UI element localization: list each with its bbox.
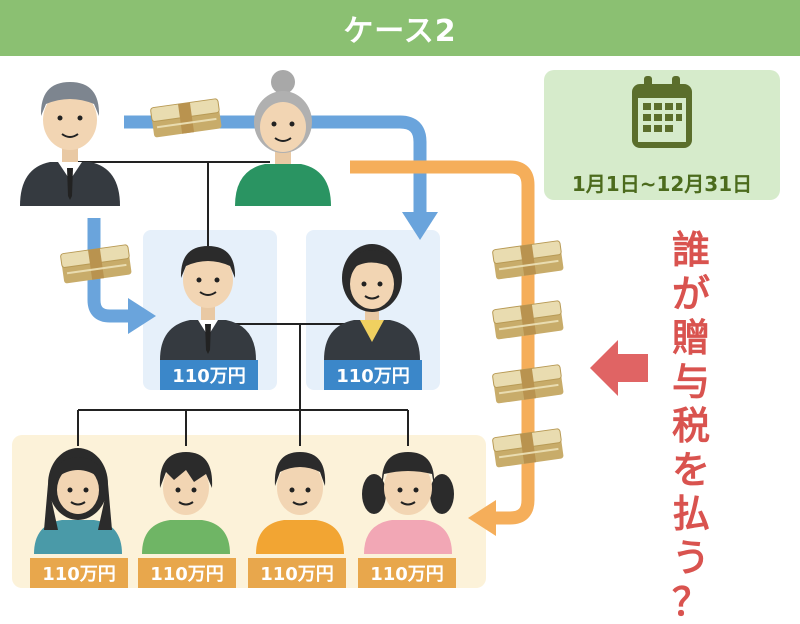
grandfather-figure <box>20 82 120 206</box>
header-bar: ケース2 <box>0 0 800 56</box>
money-stack-2 <box>491 299 565 341</box>
child2-amount-badge <box>138 558 236 588</box>
child2-amount: 110万円 <box>150 564 224 585</box>
question-char: ？ <box>671 580 710 624</box>
money-stack-3 <box>491 363 565 405</box>
orange-arrow-to-children <box>350 160 535 525</box>
red-arrow-icon <box>590 340 648 396</box>
orange-arrowhead-children <box>468 500 496 536</box>
child1-amount: 110万円 <box>42 564 116 585</box>
child4-amount-badge <box>358 558 456 588</box>
child-figure-1 <box>34 448 122 554</box>
father-amount-badge <box>160 360 258 390</box>
child3-amount: 110万円 <box>260 564 334 585</box>
mother-amount: 110万円 <box>336 366 410 387</box>
grandmother-figure <box>235 70 331 206</box>
child1-amount-badge <box>30 558 128 588</box>
blue-arrow-grandpa-to-father <box>87 218 132 323</box>
money-stack-left <box>59 243 133 285</box>
question-char: 税 <box>671 404 710 448</box>
question-char: を <box>671 448 710 492</box>
question-char: 贈 <box>671 316 710 360</box>
question-char: 払 <box>671 492 710 536</box>
question-char: が <box>671 272 710 316</box>
money-stack-4 <box>491 427 565 469</box>
calendar-period: 1月1日~12月31日 <box>572 172 752 196</box>
question-char: 誰 <box>671 228 710 272</box>
child-figure-4 <box>362 452 454 554</box>
blue-arrowhead-father <box>128 298 156 334</box>
father-amount: 110万円 <box>172 366 246 387</box>
question-char: 与 <box>671 360 710 404</box>
blue-arrow-grandma-to-mother <box>124 115 427 218</box>
child-figure-3 <box>256 452 344 554</box>
question-char: う <box>671 536 710 580</box>
money-stack-1 <box>491 239 565 281</box>
blue-arrowhead-mother <box>402 212 438 240</box>
child3-amount-badge <box>248 558 346 588</box>
calendar-icon <box>632 76 692 148</box>
money-stack-top <box>149 97 223 139</box>
mother-amount-badge <box>324 360 422 390</box>
page-title: ケース2 <box>343 14 457 49</box>
child4-amount: 110万円 <box>370 564 444 585</box>
child-figure-2 <box>142 452 230 554</box>
question-text: 誰 が 贈 与 税 を 払 う ？ <box>664 228 718 624</box>
mother-figure <box>324 244 420 360</box>
father-figure <box>160 246 256 360</box>
gift-tax-diagram: 1月1日~12月31日 <box>12 70 780 588</box>
